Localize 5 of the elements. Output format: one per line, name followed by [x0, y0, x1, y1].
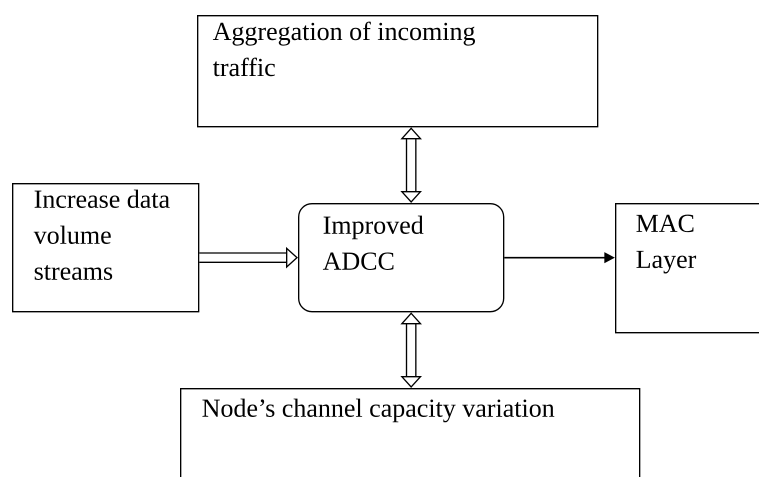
process-box: Aggregation of incoming traffic: [197, 15, 598, 128]
process-box: Increase data volume streams: [12, 183, 200, 312]
process-box: MAC Layer: [615, 203, 759, 334]
rounded-process-box: Improved ADCC: [298, 203, 504, 312]
process-box: Node’s channel capacity variation: [180, 388, 640, 477]
